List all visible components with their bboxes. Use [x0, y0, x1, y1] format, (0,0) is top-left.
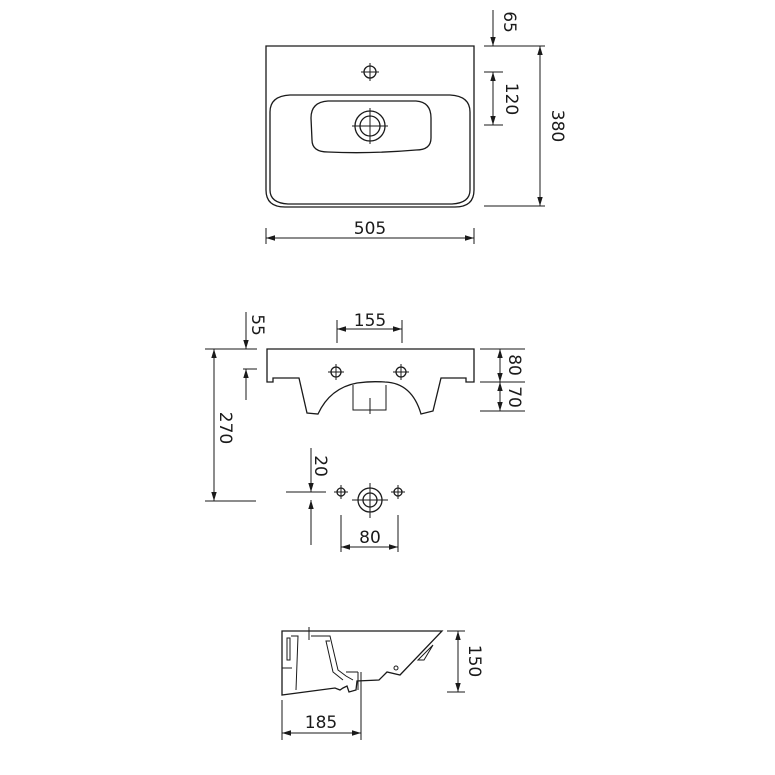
dim-drain-depth: 185	[305, 713, 337, 733]
dim-pedestal-height: 70	[504, 386, 524, 408]
top-view: 65 120 380 505	[265, 10, 567, 244]
dim-depth: 380	[547, 110, 567, 142]
dim-hole-height: 55	[247, 314, 267, 336]
dim-side-height: 150	[464, 645, 484, 677]
dim-total-height: 270	[215, 412, 235, 444]
dim-rim-height: 80	[504, 354, 524, 376]
dim-width: 505	[354, 219, 386, 239]
fixing-hole-icon	[334, 485, 348, 499]
mounting-hole-icon	[393, 364, 409, 380]
front-view: 155 55 270 80 70	[205, 311, 525, 502]
waste-outlet-icon	[352, 483, 388, 518]
dim-waste-offset: 20	[310, 455, 330, 477]
tap-hole-icon	[361, 63, 379, 81]
dim-tap-to-drain: 120	[501, 83, 521, 115]
dim-tap-offset: 65	[499, 11, 519, 33]
dim-hole-spacing: 155	[354, 311, 386, 331]
drain-icon	[352, 108, 388, 144]
dim-fixing-spacing: 80	[359, 528, 381, 548]
side-view: 150 185	[281, 627, 484, 740]
mounting-hole-icon	[328, 364, 344, 380]
fixing-hole-icon	[391, 485, 405, 499]
waste-detail: 20 80	[286, 448, 405, 552]
